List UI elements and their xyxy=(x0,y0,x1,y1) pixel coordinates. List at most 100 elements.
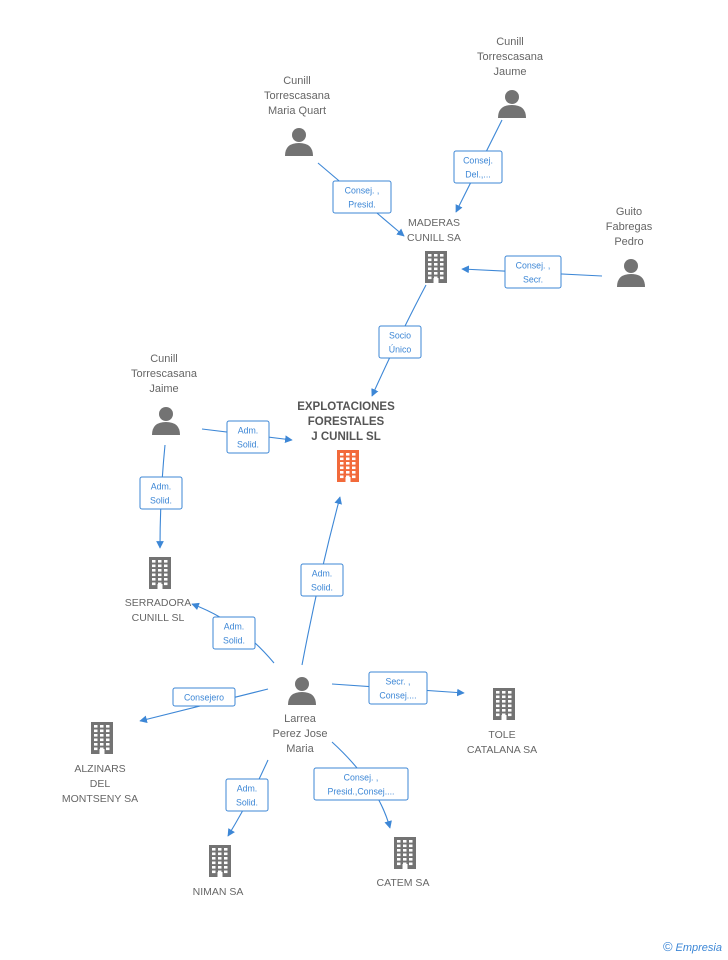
node-label-text: Cunill xyxy=(496,36,524,48)
node-label-text: MONTSENY SA xyxy=(62,793,138,805)
node-label-text: J CUNILL SL xyxy=(311,431,380,443)
edge-role-label[interactable]: Adm. Solid. xyxy=(225,778,269,812)
edge-role-text: Presid.,Consej.... xyxy=(328,787,395,797)
node-catem[interactable]: CATEM SA xyxy=(377,837,430,889)
edge-role-text: Adm. xyxy=(238,426,259,436)
edge-role-label[interactable]: Consej. , Presid.,Consej.... xyxy=(313,767,409,801)
node-label-text: CATALANA SA xyxy=(467,744,537,756)
node-label-text: Maria xyxy=(286,743,314,755)
edge-role-text: Único xyxy=(389,345,412,355)
edge-role-text: Secr. , xyxy=(386,677,411,687)
node-label-text: CUNILL SA xyxy=(407,232,461,244)
building-icon xyxy=(394,837,416,869)
edge-role-label[interactable]: Secr. , Consej.... xyxy=(368,671,428,705)
edge-role-text: Adm. xyxy=(151,482,172,492)
edge-larrea-serradora: Adm. Solid. xyxy=(191,602,275,664)
edge-role-label[interactable]: Adm. Solid. xyxy=(212,616,256,650)
node-label-text: EXPLOTACIONES xyxy=(297,401,395,413)
building-icon xyxy=(91,722,113,754)
node-maderas[interactable]: MADERAS CUNILL SA xyxy=(407,217,461,283)
edge-role-text: Adm. xyxy=(312,569,333,579)
node-label-text: Jaume xyxy=(493,66,526,78)
brand-watermark: ©Empresia xyxy=(663,939,722,954)
node-label-text: Larrea xyxy=(284,713,317,725)
copyright-symbol: © xyxy=(662,939,673,954)
person-icon xyxy=(152,407,180,435)
node-label-text: SERRADORA xyxy=(125,597,192,609)
edge-role-text: Del.,... xyxy=(465,170,490,180)
node-label-text: FORESTALES xyxy=(308,416,385,428)
edge-role-text: Secr. xyxy=(523,275,543,285)
edge-role-label[interactable]: Consejero xyxy=(172,687,236,707)
edge-role-label[interactable]: Consej. , Secr. xyxy=(504,255,562,289)
edge-role-label[interactable]: Consej. , Presid. xyxy=(332,180,392,214)
building-icon xyxy=(337,450,359,482)
node-label-text: Torrescasana xyxy=(131,368,198,380)
node-label-text: Fabregas xyxy=(606,221,653,233)
edge-role-label[interactable]: Adm. Solid. xyxy=(226,420,270,454)
node-label-text: NIMAN SA xyxy=(193,886,244,898)
edge-larrea-alzinars: Consejero xyxy=(139,687,269,724)
node-explotaciones[interactable]: EXPLOTACIONES FORESTALES J CUNILL SL xyxy=(297,401,395,482)
edge-role-text: Socio xyxy=(389,331,411,341)
edge-jaime-serradora: Adm. Solid. xyxy=(139,444,183,549)
building-icon xyxy=(493,688,515,720)
node-tole[interactable]: TOLE CATALANA SA xyxy=(467,688,537,756)
building-icon xyxy=(209,845,231,877)
edge-larrea-niman: Adm. Solid. xyxy=(225,759,269,837)
edge-role-text: Solid. xyxy=(237,440,259,450)
brand-name: Empresia xyxy=(675,942,722,954)
edge-guito-maderas: Consej. , Secr. xyxy=(461,255,603,289)
edge-jaume-maderas: Consej. Del.,... xyxy=(453,119,503,213)
node-label-text: CUNILL SL xyxy=(132,612,185,624)
edge-role-label[interactable]: Adm. Solid. xyxy=(139,476,183,510)
edge-role-text: Consej.... xyxy=(379,691,416,701)
person-icon xyxy=(288,677,316,705)
node-label-text: CATEM SA xyxy=(377,877,430,889)
edge-role-text: Consej. xyxy=(463,156,493,166)
edge-role-text: Solid. xyxy=(223,636,245,646)
edge-role-text: Presid. xyxy=(348,200,375,210)
person-icon xyxy=(498,90,526,118)
node-label-text: Pedro xyxy=(614,236,643,248)
edge-role-text: Consej. , xyxy=(516,261,551,271)
edge-role-text: Consej. , xyxy=(344,773,379,783)
edge-larrea-catem: Consej. , Presid.,Consej.... xyxy=(313,741,409,829)
edge-jaime-explotaciones: Adm. Solid. xyxy=(201,420,293,454)
node-label-text: Torrescasana xyxy=(477,51,544,63)
edge-larrea-tole: Secr. , Consej.... xyxy=(331,671,465,705)
edge-role-label[interactable]: Adm. Solid. xyxy=(300,563,344,597)
node-label-text: Cunill xyxy=(150,353,178,365)
person-icon xyxy=(617,259,645,287)
edge-role-text: Consejero xyxy=(184,693,224,703)
edge-role-label[interactable]: Consej. Del.,... xyxy=(453,150,503,184)
edge-role-text: Adm. xyxy=(237,784,258,794)
edge-role-text: Consej. , xyxy=(345,186,380,196)
building-icon xyxy=(149,557,171,589)
person-icon xyxy=(285,128,313,156)
node-label-text: Perez Jose xyxy=(272,728,327,740)
edge-maria-quart-maderas: Consej. , Presid. xyxy=(317,162,405,237)
node-niman[interactable]: NIMAN SA xyxy=(193,845,244,898)
edge-role-text: Adm. xyxy=(224,622,245,632)
node-label-text: DEL xyxy=(90,778,111,790)
node-label-text: MADERAS xyxy=(408,217,460,229)
node-serradora[interactable]: SERRADORA CUNILL SL xyxy=(125,557,192,624)
node-label-text: Guito xyxy=(616,206,642,218)
edge-role-text: Solid. xyxy=(236,798,258,808)
node-label-text: Cunill xyxy=(283,75,311,87)
node-label-text: Jaime xyxy=(149,383,178,395)
building-icon xyxy=(425,251,447,283)
node-label-text: TOLE xyxy=(488,729,515,741)
edge-role-text: Solid. xyxy=(150,496,172,506)
edge-role-text: Solid. xyxy=(311,583,333,593)
